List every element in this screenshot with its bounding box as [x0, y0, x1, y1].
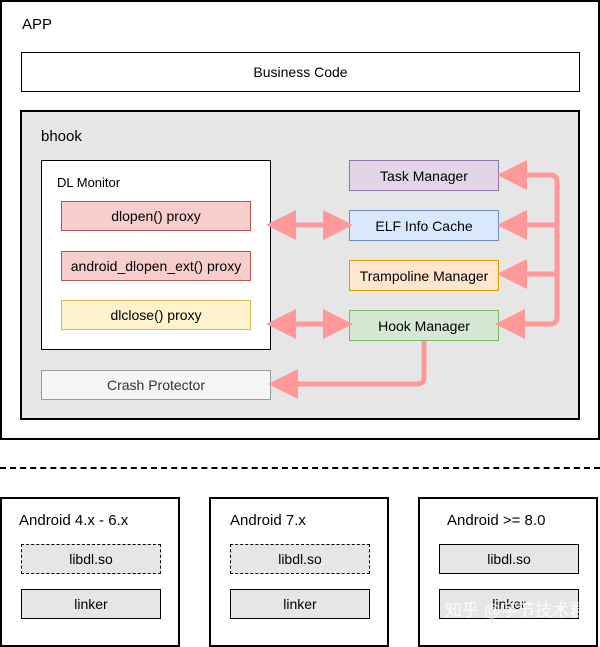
trampoline-manager-label: Trampoline Manager: [359, 267, 489, 284]
dlopen-proxy-label: dlopen() proxy: [111, 208, 201, 224]
linker-box: linker: [230, 589, 370, 619]
crash-protector-box: Crash Protector: [41, 370, 271, 400]
libdl-so-label: libdl.so: [69, 551, 113, 567]
linker-label: linker: [283, 596, 317, 612]
hook-manager-label: Hook Manager: [378, 317, 470, 334]
android-dlopen-ext-proxy-box: android_dlopen_ext() proxy: [61, 251, 251, 281]
android-dlopen-ext-proxy-label: android_dlopen_ext() proxy: [70, 258, 242, 274]
libdl-so-box: libdl.so: [21, 544, 161, 574]
android-4x-6x-title: Android 4.x - 6.x: [19, 512, 129, 529]
business-code-box: Business Code: [21, 52, 580, 92]
elf-info-cache-label: ELF Info Cache: [375, 217, 473, 234]
bhook-label: bhook: [41, 128, 82, 145]
dlopen-proxy-box: dlopen() proxy: [61, 201, 251, 231]
app-label: APP: [22, 16, 53, 33]
dlclose-proxy-box: dlclose() proxy: [61, 300, 251, 330]
hook-manager-box: Hook Manager: [349, 310, 499, 341]
trampoline-manager-box: Trampoline Manager: [349, 260, 499, 291]
libdl-so-label: libdl.so: [278, 551, 322, 567]
elf-info-cache-box: ELF Info Cache: [349, 210, 499, 241]
watermark-text: 知乎 @字节技术君: [445, 601, 586, 620]
android-7x-title: Android 7.x: [230, 512, 306, 529]
linker-box: linker: [439, 589, 579, 619]
dashed-separator: [0, 467, 600, 469]
task-manager-box: Task Manager: [349, 160, 499, 191]
android-8-title: Android >= 8.0: [447, 512, 546, 529]
libdl-so-box: libdl.so: [439, 544, 579, 574]
dl-monitor-label: DL Monitor: [57, 175, 121, 190]
linker-label: linker: [492, 596, 526, 612]
business-code-label: Business Code: [253, 64, 348, 80]
libdl-so-label: libdl.so: [487, 551, 531, 567]
linker-box: linker: [21, 589, 161, 619]
task-manager-label: Task Manager: [380, 167, 468, 184]
crash-protector-label: Crash Protector: [106, 377, 206, 393]
libdl-so-box: libdl.so: [230, 544, 370, 574]
linker-label: linker: [74, 596, 108, 612]
dlclose-proxy-label: dlclose() proxy: [110, 307, 202, 323]
